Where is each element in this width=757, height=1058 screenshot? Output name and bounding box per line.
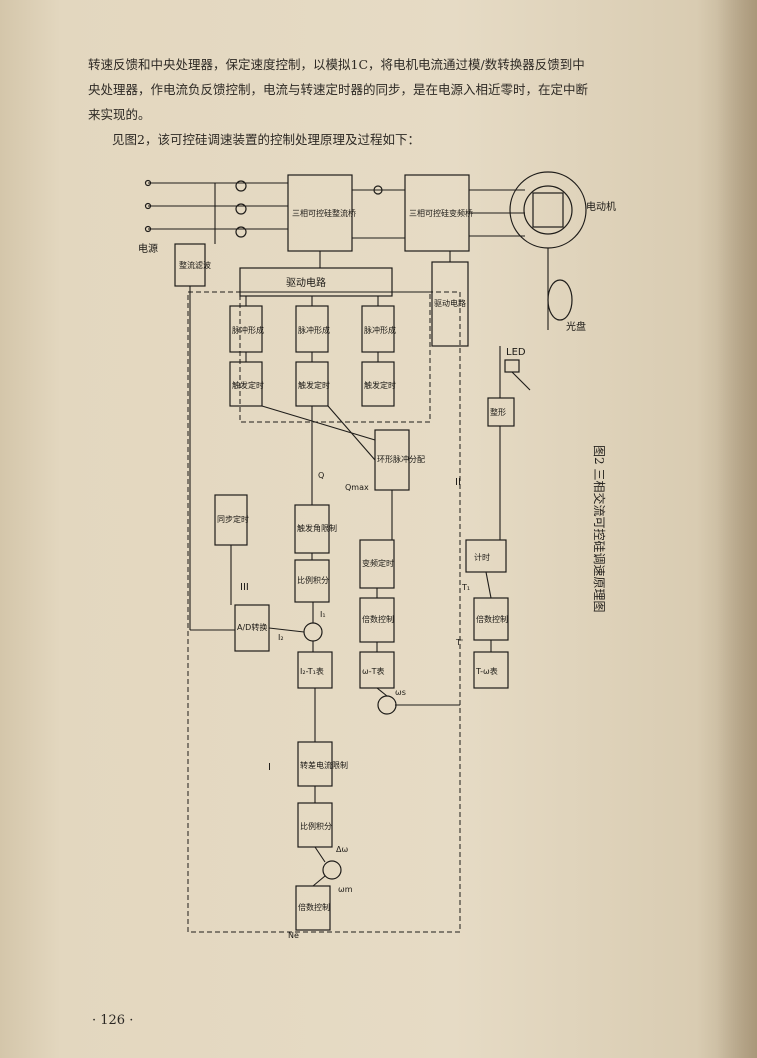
symbol-omega-m: ωm — [338, 885, 353, 894]
drive-circuit-block — [239, 267, 393, 297]
table-3-label: T-ω表 — [475, 666, 498, 676]
symbol-delta-omega: Δω — [336, 845, 348, 854]
shaper-label: 整形 — [490, 407, 506, 417]
symbol-omega-s: ωs — [395, 688, 406, 697]
symbol-t-prime: T' — [455, 638, 463, 647]
page-spine-shadow — [717, 0, 757, 1058]
pulse-shaping-1-label: 脉冲形成 — [232, 325, 264, 335]
symbol-i1: I₁ — [320, 610, 326, 619]
body-text-line-2: 央处理器，作电流负反馈控制，电流与转速定时器的同步，是在电源入相近零时，在定中断 — [88, 82, 589, 97]
table-2-label: ω-T表 — [362, 666, 384, 676]
thyristor-rectifier-label: 三相可控硅整流桥 — [292, 208, 356, 218]
slip-limit-label: 转差电流限制 — [300, 760, 348, 770]
led-label: LED — [506, 347, 526, 358]
symbol-ne: Ne — [288, 931, 299, 940]
body-text-line-4: 见图2，该可控硅调速装置的控制处理原理及过程如下： — [112, 132, 420, 147]
trigger-angle-label: 触发角限制 — [297, 523, 337, 533]
roman-3: III — [240, 582, 249, 593]
pi-2-label: 比例积分 — [300, 821, 332, 831]
trigger-timing-3-label: 触发定时 — [364, 380, 396, 390]
power-label: 电源 — [138, 242, 158, 255]
freq-timing-label: 变频定时 — [362, 558, 394, 568]
trigger-boundary — [239, 291, 431, 423]
figure-caption: 图2 三相交流可控硅调速原理图 — [592, 445, 606, 613]
mult-ctrl-2-label: 倍数控制 — [476, 614, 508, 624]
page-number: · 126 · — [92, 1013, 134, 1028]
sync-timing-label: 同步定时 — [217, 514, 249, 524]
symbol-q: Q — [318, 471, 324, 480]
rectifier-filter-label: 整流滤波 — [179, 260, 211, 270]
body-text-line-3: 来实现的。 — [88, 107, 151, 122]
drive-circuit-label: 驱动电路 — [286, 276, 326, 289]
symbol-qmax: Qmax — [345, 483, 369, 492]
counter-label: 计时 — [474, 552, 490, 562]
drive-circuit-2-label: 驱动电路 — [434, 298, 466, 308]
pi-1-label: 比例积分 — [297, 575, 329, 585]
trigger-timing-1-label: 触发定时 — [232, 380, 264, 390]
symbol-t1: T₁ — [461, 583, 470, 592]
motor-circle — [509, 171, 587, 249]
pulse-shaping-3-label: 脉冲形成 — [364, 325, 396, 335]
mult-ctrl-3-label: 倍数控制 — [298, 902, 330, 912]
ring-pulse-label: 环形脉冲分配 — [377, 454, 425, 464]
trigger-timing-2-label: 触发定时 — [298, 380, 330, 390]
body-text-line-1: 转速反馈和中央处理器，保定速度控制，以模拟1C，将电机电流通过模/数转换器反馈到… — [88, 57, 585, 72]
encoder-disk — [547, 279, 573, 321]
mult-ctrl-1-label: 倍数控制 — [362, 614, 394, 624]
ad-conv-label: A/D转换 — [237, 622, 267, 632]
thyristor-inverter-label: 三相可控硅变频桥 — [409, 208, 473, 218]
symbol-i2: I₂ — [278, 633, 284, 642]
roman-2: II — [455, 477, 461, 488]
roman-1: I — [268, 762, 271, 773]
disk-label: 光盘 — [566, 320, 586, 333]
motor-label: 电动机 — [586, 200, 616, 213]
table-1-label: I₂-T₁表 — [300, 666, 324, 676]
pulse-shaping-2-label: 脉冲形成 — [298, 325, 330, 335]
